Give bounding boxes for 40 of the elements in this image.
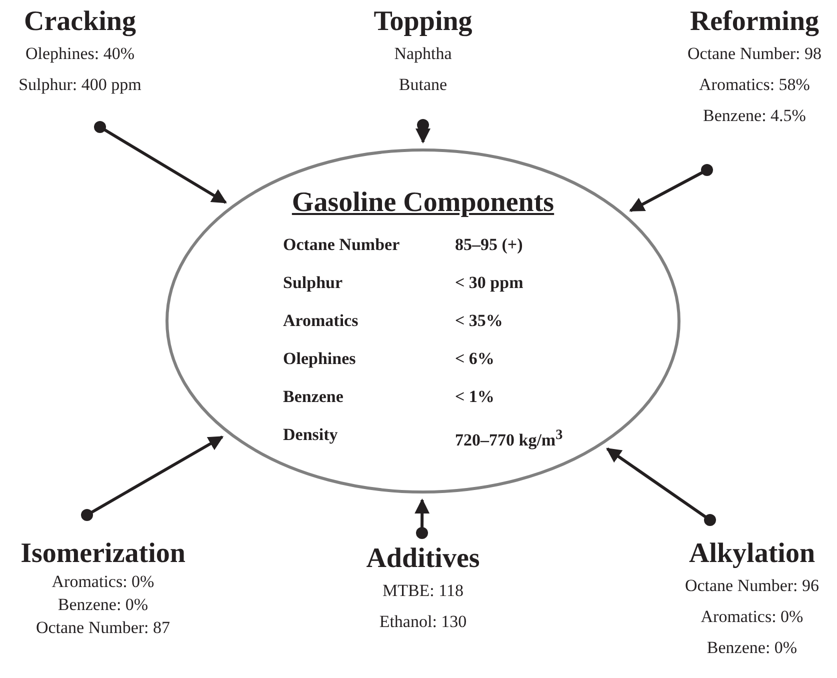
property-text: Butane	[398, 74, 448, 96]
source-heading: Topping	[374, 5, 472, 39]
property-text: MTBE: 118	[382, 580, 464, 602]
property-text: Ethanol: 130	[379, 611, 467, 633]
property-text: Olephines: 40%	[25, 43, 135, 65]
source-heading: Additives	[366, 542, 480, 576]
spec-name: Octane Number	[283, 235, 400, 255]
property-text: Aromatics: 0%	[700, 606, 804, 628]
spec-name: Aromatics	[283, 311, 358, 331]
spec-name: Sulphur	[283, 273, 343, 293]
property-text: Benzene: 0%	[706, 637, 798, 659]
spec-value: < 30 ppm	[455, 273, 524, 293]
source-heading: Reforming	[690, 5, 820, 39]
arrow	[414, 498, 430, 539]
property-text: Benzene: 0%	[58, 594, 148, 616]
spec-value: < 6%	[455, 349, 494, 369]
property-text: Octane Number: 87	[36, 617, 170, 639]
spec-value: < 35%	[455, 311, 503, 331]
arrow	[606, 448, 716, 526]
spec-value: 720–770 kg/m$^{3}$	[455, 426, 563, 451]
property-text: Benzene: 4.5%	[703, 105, 806, 127]
property-text: Aromatics: 0%	[52, 571, 154, 593]
source-heading: Alkylation	[688, 537, 816, 571]
heading: Gasoline Components	[292, 186, 554, 220]
property-text: Aromatics: 58%	[699, 74, 810, 96]
source-heading: Isomerization	[20, 537, 186, 571]
spec-name: Olephines	[283, 349, 356, 369]
arrow	[81, 436, 224, 521]
source-heading: Cracking	[24, 5, 136, 39]
property-text: Octane Number: 96	[684, 575, 820, 597]
arrow	[416, 119, 430, 144]
spec-value: 85–95 (+)	[455, 235, 523, 255]
spec-value: < 1%	[455, 387, 494, 407]
spec-name: Density	[283, 425, 338, 445]
spec-name: Benzene	[283, 387, 344, 407]
property-text: Sulphur: 400 ppm	[18, 74, 142, 96]
property-text: Naphtha	[394, 43, 452, 65]
arrow	[94, 121, 227, 204]
arrow	[629, 164, 713, 212]
property-text: Octane Number: 98	[687, 43, 822, 65]
